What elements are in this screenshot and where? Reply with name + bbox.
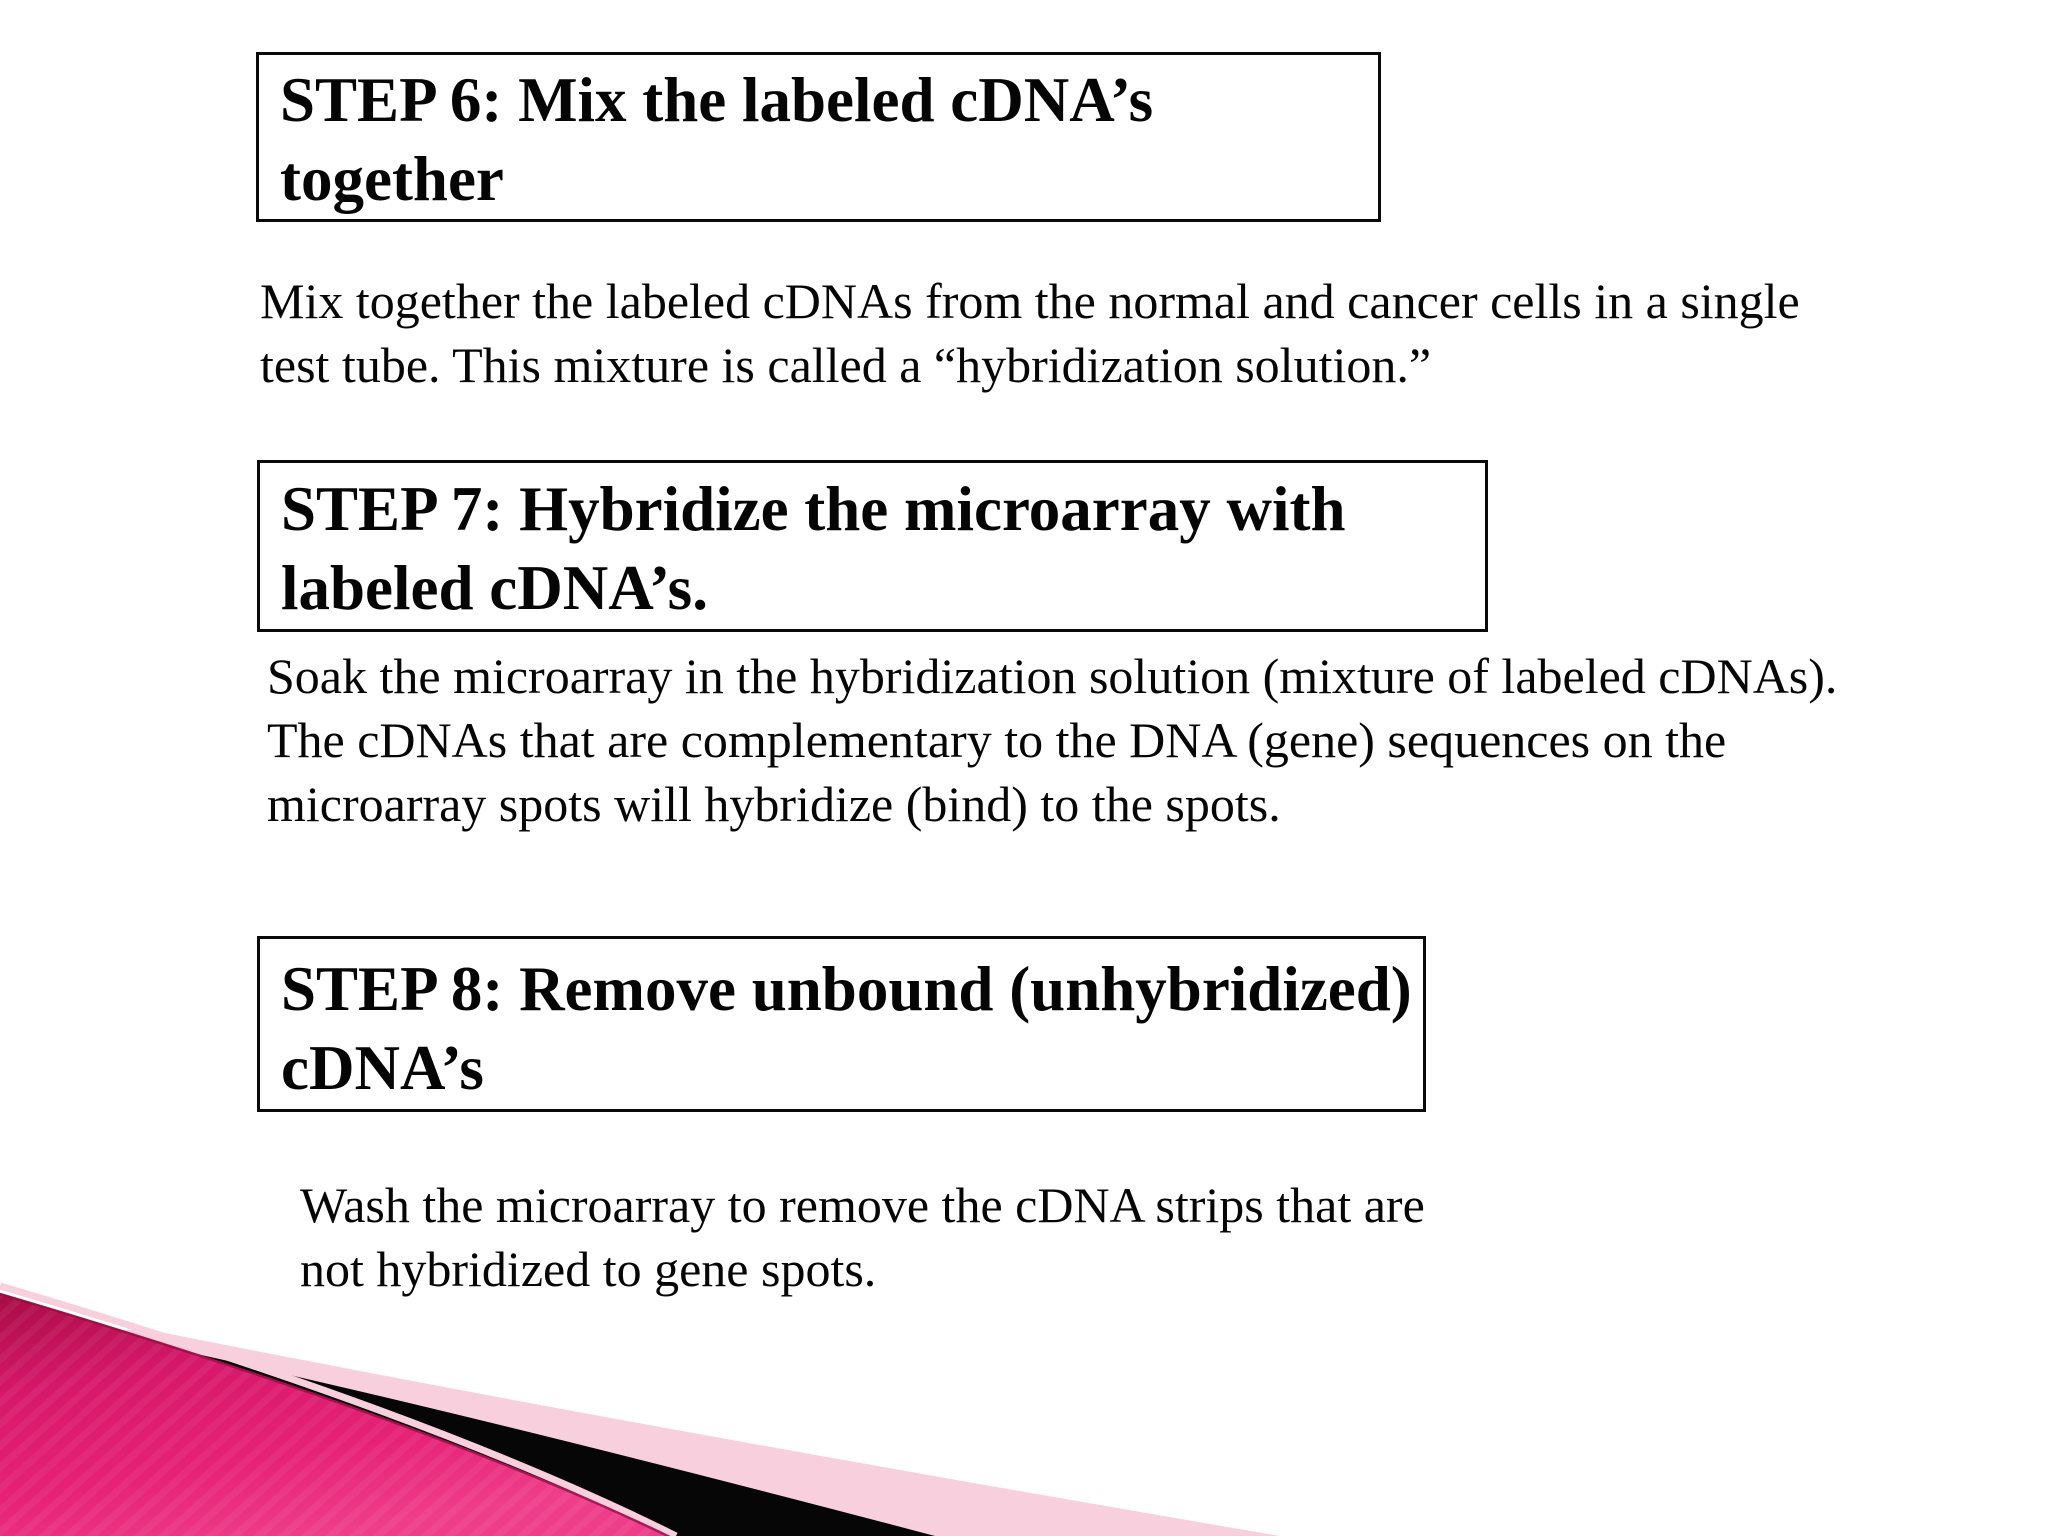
- step7-body-line-1: Soak the microarray in the hybridization…: [267, 648, 1838, 704]
- step6-body-line-2: test tube. This mixture is called a “hyb…: [260, 337, 1432, 393]
- magenta-edge-highlight: [0, 1292, 671, 1536]
- step8-body-paragraph: Wash the microarray to remove the cDNA s…: [300, 1173, 1425, 1301]
- step7-body-paragraph: Soak the microarray in the hybridization…: [267, 644, 1837, 836]
- pink-swoosh-graphic: [0, 1282, 1280, 1536]
- step8-title-line-1: STEP 8: Remove unbound (unhybridized): [281, 954, 1412, 1024]
- step6-body-line-1: Mix together the labeled cDNAs from the …: [260, 273, 1800, 329]
- step7-title-line-1: STEP 7: Hybridize the microarray with: [281, 474, 1346, 544]
- magenta-band-texture: [0, 1293, 670, 1536]
- step6-title-line-1: STEP 6: Mix the labeled cDNA’s: [280, 65, 1154, 135]
- step7-title-line-2: labeled cDNA’s.: [281, 553, 708, 623]
- step8-title-box: STEP 8: Remove unbound (unhybridized) cD…: [257, 936, 1426, 1112]
- step7-body-line-2: The cDNAs that are complementary to the …: [267, 712, 1727, 768]
- step7-title-box: STEP 7: Hybridize the microarray with la…: [257, 460, 1488, 632]
- step6-title-line-2: together: [280, 144, 504, 214]
- step8-title-line-2: cDNA’s: [281, 1033, 484, 1103]
- step6-title-box: STEP 6: Mix the labeled cDNA’s together: [256, 52, 1381, 222]
- step6-body-paragraph: Mix together the labeled cDNAs from the …: [260, 269, 1800, 397]
- step8-body-line-2: not hybridized to gene spots.: [300, 1241, 877, 1297]
- pale-pink-separator-line: [0, 1282, 678, 1536]
- step7-body-line-3: microarray spots will hybridize (bind) t…: [267, 776, 1281, 832]
- step8-body-line-1: Wash the microarray to remove the cDNA s…: [300, 1177, 1425, 1233]
